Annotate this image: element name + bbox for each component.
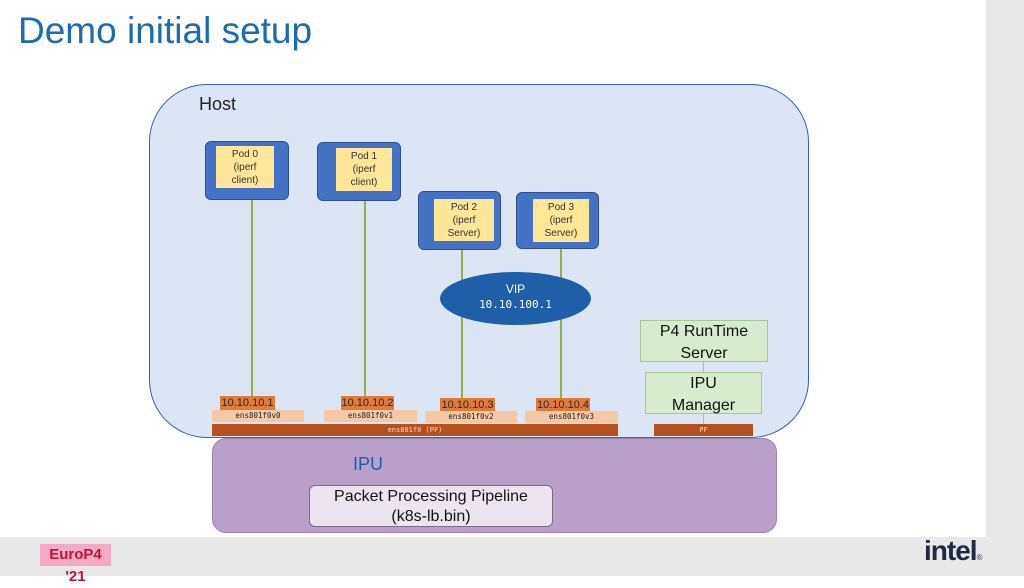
- server-manager-link: [703, 361, 704, 374]
- pod1-link: [364, 200, 366, 408]
- vip-label: VIP: [505, 282, 526, 296]
- slide-side-strip: [986, 0, 1024, 576]
- ipu-manager[interactable]: IPU Manager: [645, 372, 762, 414]
- pod-1-label: Pod 1 (iperf client): [336, 148, 392, 191]
- interface-ens801f0v1: ens801f0v1: [324, 410, 417, 422]
- vip-address: 10.10.100.1: [479, 298, 552, 311]
- manager-pf-link: [703, 413, 704, 425]
- ip-label-pod2: 10.10.10.3: [440, 398, 495, 411]
- pod2-link: [461, 248, 463, 410]
- intel-registered-icon: ®: [976, 553, 983, 562]
- packet-processing-pipeline[interactable]: Packet Processing Pipeline (k8s-lb.bin): [309, 485, 553, 527]
- interface-ens801f0v0: ens801f0v0: [212, 410, 304, 422]
- pf-small-bar: PF: [654, 424, 753, 436]
- intel-logo-text: intel: [924, 535, 978, 566]
- pod-3-label: Pod 3 (iperf Server): [533, 199, 589, 242]
- pod3-link: [560, 248, 562, 410]
- pod0-link: [251, 196, 253, 408]
- intel-logo: intel®: [924, 535, 983, 567]
- pod-2-label: Pod 2 (iperf Server): [434, 199, 494, 241]
- ip-label-pod0: 10.10.10.1: [220, 396, 275, 410]
- pod-0-label: Pod 0 (iperf client): [216, 146, 274, 188]
- interface-ens801f0v2: ens801f0v2: [425, 411, 517, 423]
- slide-title: Demo initial setup: [18, 10, 313, 51]
- interface-ens801f0v3: ens801f0v3: [525, 411, 618, 423]
- host-label: Host: [199, 94, 237, 114]
- pf-interface-bar: ens801f0 (PF): [212, 424, 618, 436]
- europ4-logo: EuroP4 '21: [40, 544, 111, 585]
- p4-runtime-server[interactable]: P4 RunTime Server: [640, 320, 768, 362]
- slide-footer: [0, 537, 1024, 576]
- vip-ellipse[interactable]: VIP 10.10.100.1: [440, 272, 591, 325]
- ip-label-pod1: 10.10.10.2: [341, 396, 394, 410]
- ipu-label: IPU: [353, 454, 384, 474]
- ip-label-pod3: 10.10.10.4: [536, 398, 590, 411]
